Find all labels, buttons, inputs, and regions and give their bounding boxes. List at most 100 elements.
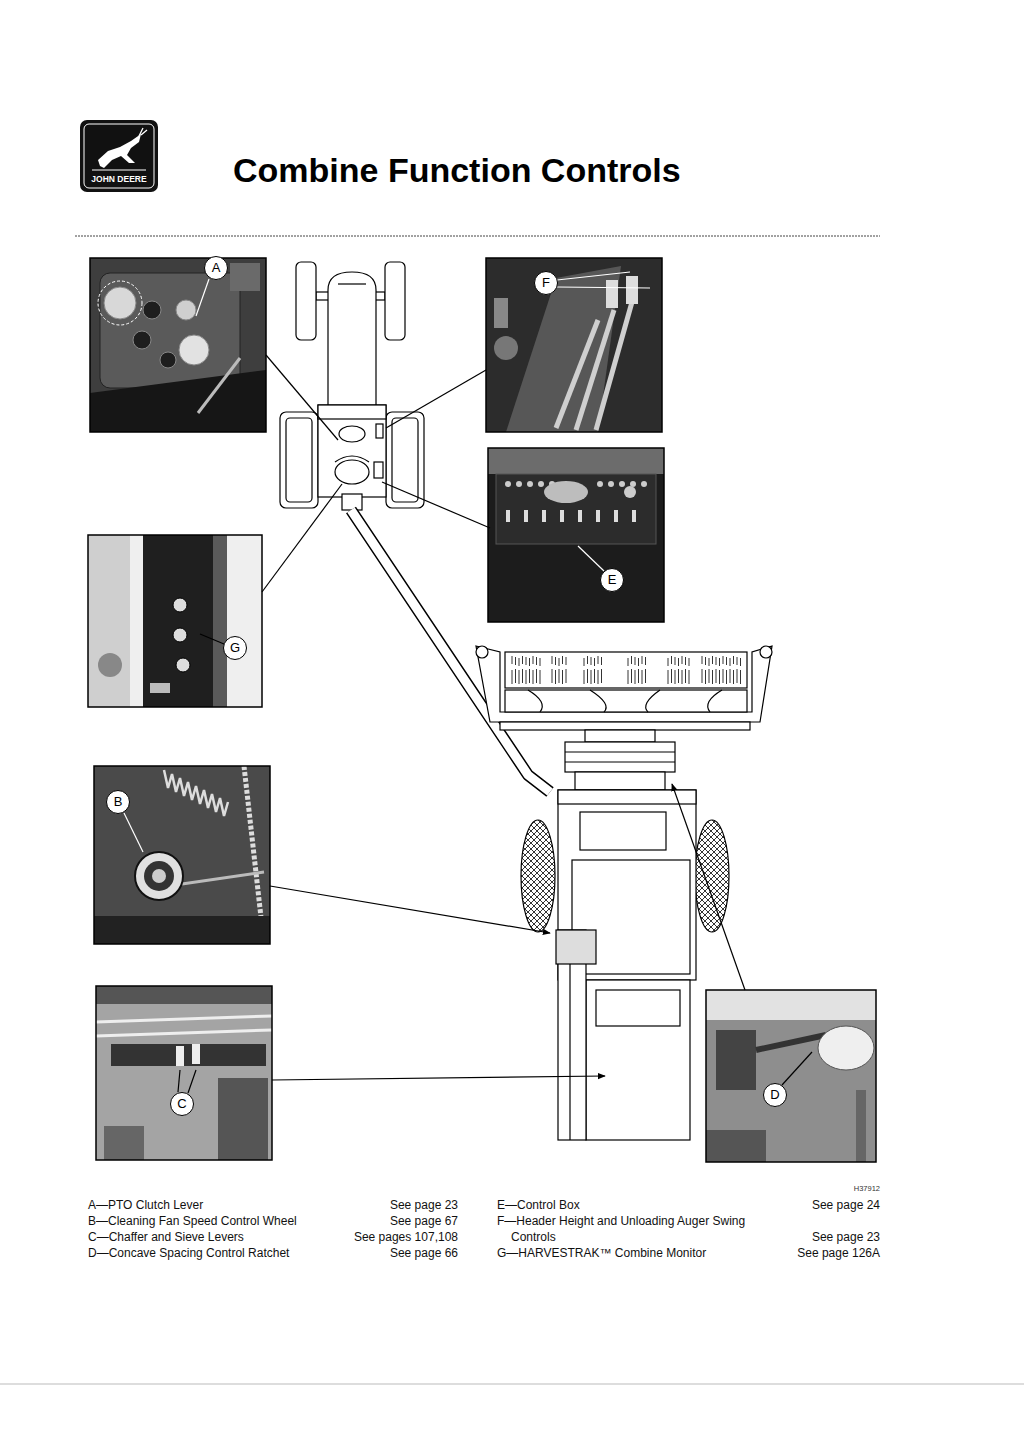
- reel-bat: [631, 656, 632, 664]
- callout-letter: E: [608, 573, 617, 587]
- reel-bat: [591, 670, 592, 684]
- photo-border: [96, 986, 272, 1160]
- top-panel: [706, 990, 876, 1020]
- photo-ground: [488, 448, 664, 622]
- hand: [818, 1026, 874, 1070]
- reel-bat: [709, 658, 710, 666]
- reel-bat: [682, 656, 683, 664]
- page-title: Combine Function Controls: [233, 150, 681, 190]
- brand-text: JOHN DEERE: [80, 174, 158, 186]
- indicator-light: [641, 481, 647, 487]
- reel-bat: [562, 656, 563, 664]
- reel-bat: [555, 670, 556, 684]
- feeder-throat: [585, 730, 655, 742]
- photo-ground: [88, 535, 262, 707]
- reel-bat: [552, 669, 553, 683]
- control-console: [496, 474, 656, 544]
- reel-bat: [723, 656, 724, 664]
- reel-bat: [515, 669, 516, 683]
- reel-bat: [522, 656, 523, 664]
- reel-bat: [702, 669, 703, 683]
- reel-bat: [638, 669, 639, 683]
- indicator-light: [619, 481, 625, 487]
- reel-bat: [702, 656, 703, 664]
- reel-bat: [716, 669, 717, 683]
- reel-bat: [645, 657, 646, 665]
- leader-line: [578, 546, 604, 571]
- reel-bat: [685, 669, 686, 683]
- reel-bat: [705, 670, 706, 684]
- reel-bat: [740, 670, 741, 684]
- reel-bat: [552, 656, 553, 664]
- callout-circle: A: [204, 256, 228, 280]
- legend-item: D—Concave Spacing Control Ratchet: [88, 1245, 289, 1261]
- pto-lever: [198, 358, 240, 413]
- reel-bat: [719, 670, 720, 684]
- concave-ratchet-photo: [706, 990, 876, 1162]
- reel-bat: [685, 657, 686, 665]
- reel-bat: [584, 658, 585, 666]
- rear-hood: [596, 990, 680, 1026]
- side-sheet: [218, 1078, 268, 1160]
- indicator-light: [608, 481, 614, 487]
- photo-ground: [96, 986, 272, 1160]
- photo-border: [94, 766, 270, 944]
- ratchet-rod: [756, 1035, 826, 1050]
- reel-bat: [533, 670, 534, 684]
- gauge: [176, 300, 196, 320]
- header-controls-photo: [486, 258, 662, 432]
- indicator-light: [505, 481, 511, 487]
- photo-border: [90, 258, 266, 432]
- reel-bat: [566, 669, 567, 683]
- leader-line: [262, 484, 342, 592]
- reel-bat: [519, 658, 520, 666]
- reel-bat: [562, 670, 563, 684]
- indicator-light: [527, 481, 533, 487]
- lower-block: [104, 1126, 144, 1160]
- gauge: [179, 335, 209, 365]
- reel-bat: [555, 657, 556, 665]
- reel-bat: [737, 657, 738, 665]
- reel-bat: [515, 657, 516, 665]
- control-box-photo: [488, 448, 664, 622]
- feederhouse: [565, 742, 675, 772]
- reel-bat: [526, 670, 527, 684]
- fan-drive-housing: [556, 930, 596, 964]
- adjusting-lever: [192, 1044, 200, 1064]
- photo-border: [488, 448, 664, 622]
- speed-control-wheel: [135, 852, 183, 900]
- legend-item: G—HARVESTRAK™ Combine Monitor: [497, 1245, 706, 1261]
- front-wheel: [296, 262, 316, 340]
- drive-wheel: [521, 820, 555, 932]
- auger-flighting: [590, 690, 606, 712]
- leader-line: [266, 355, 338, 440]
- frame-shadow: [94, 916, 270, 944]
- reel-bat: [512, 670, 513, 684]
- reel-arm-end: [476, 646, 488, 658]
- reel-bat: [723, 669, 724, 683]
- callout-circle: E: [600, 568, 624, 592]
- monitor-knob: [173, 628, 187, 642]
- top-frame: [96, 986, 272, 1004]
- reel-bat: [712, 656, 713, 664]
- reel-bat: [705, 657, 706, 665]
- panel-decal: [150, 683, 170, 693]
- reel-bat: [536, 669, 537, 683]
- reel-bat: [740, 658, 741, 666]
- reel-bat: [628, 670, 629, 684]
- lever-knob: [606, 280, 618, 308]
- side-frame: [88, 535, 130, 707]
- reel-bat: [512, 656, 513, 664]
- combine-top-view: [476, 646, 772, 1140]
- toggle-switch: [506, 510, 510, 522]
- reel-bat: [671, 656, 672, 664]
- support-bar: [856, 1090, 866, 1162]
- leader-line: [196, 279, 209, 316]
- reel-bat: [594, 658, 595, 666]
- photo-ground: [486, 258, 662, 432]
- photo-border: [706, 990, 876, 1162]
- reel-bat: [716, 657, 717, 665]
- reel-bat: [559, 669, 560, 683]
- callout-circle: B: [106, 790, 130, 814]
- gauge: [160, 352, 176, 368]
